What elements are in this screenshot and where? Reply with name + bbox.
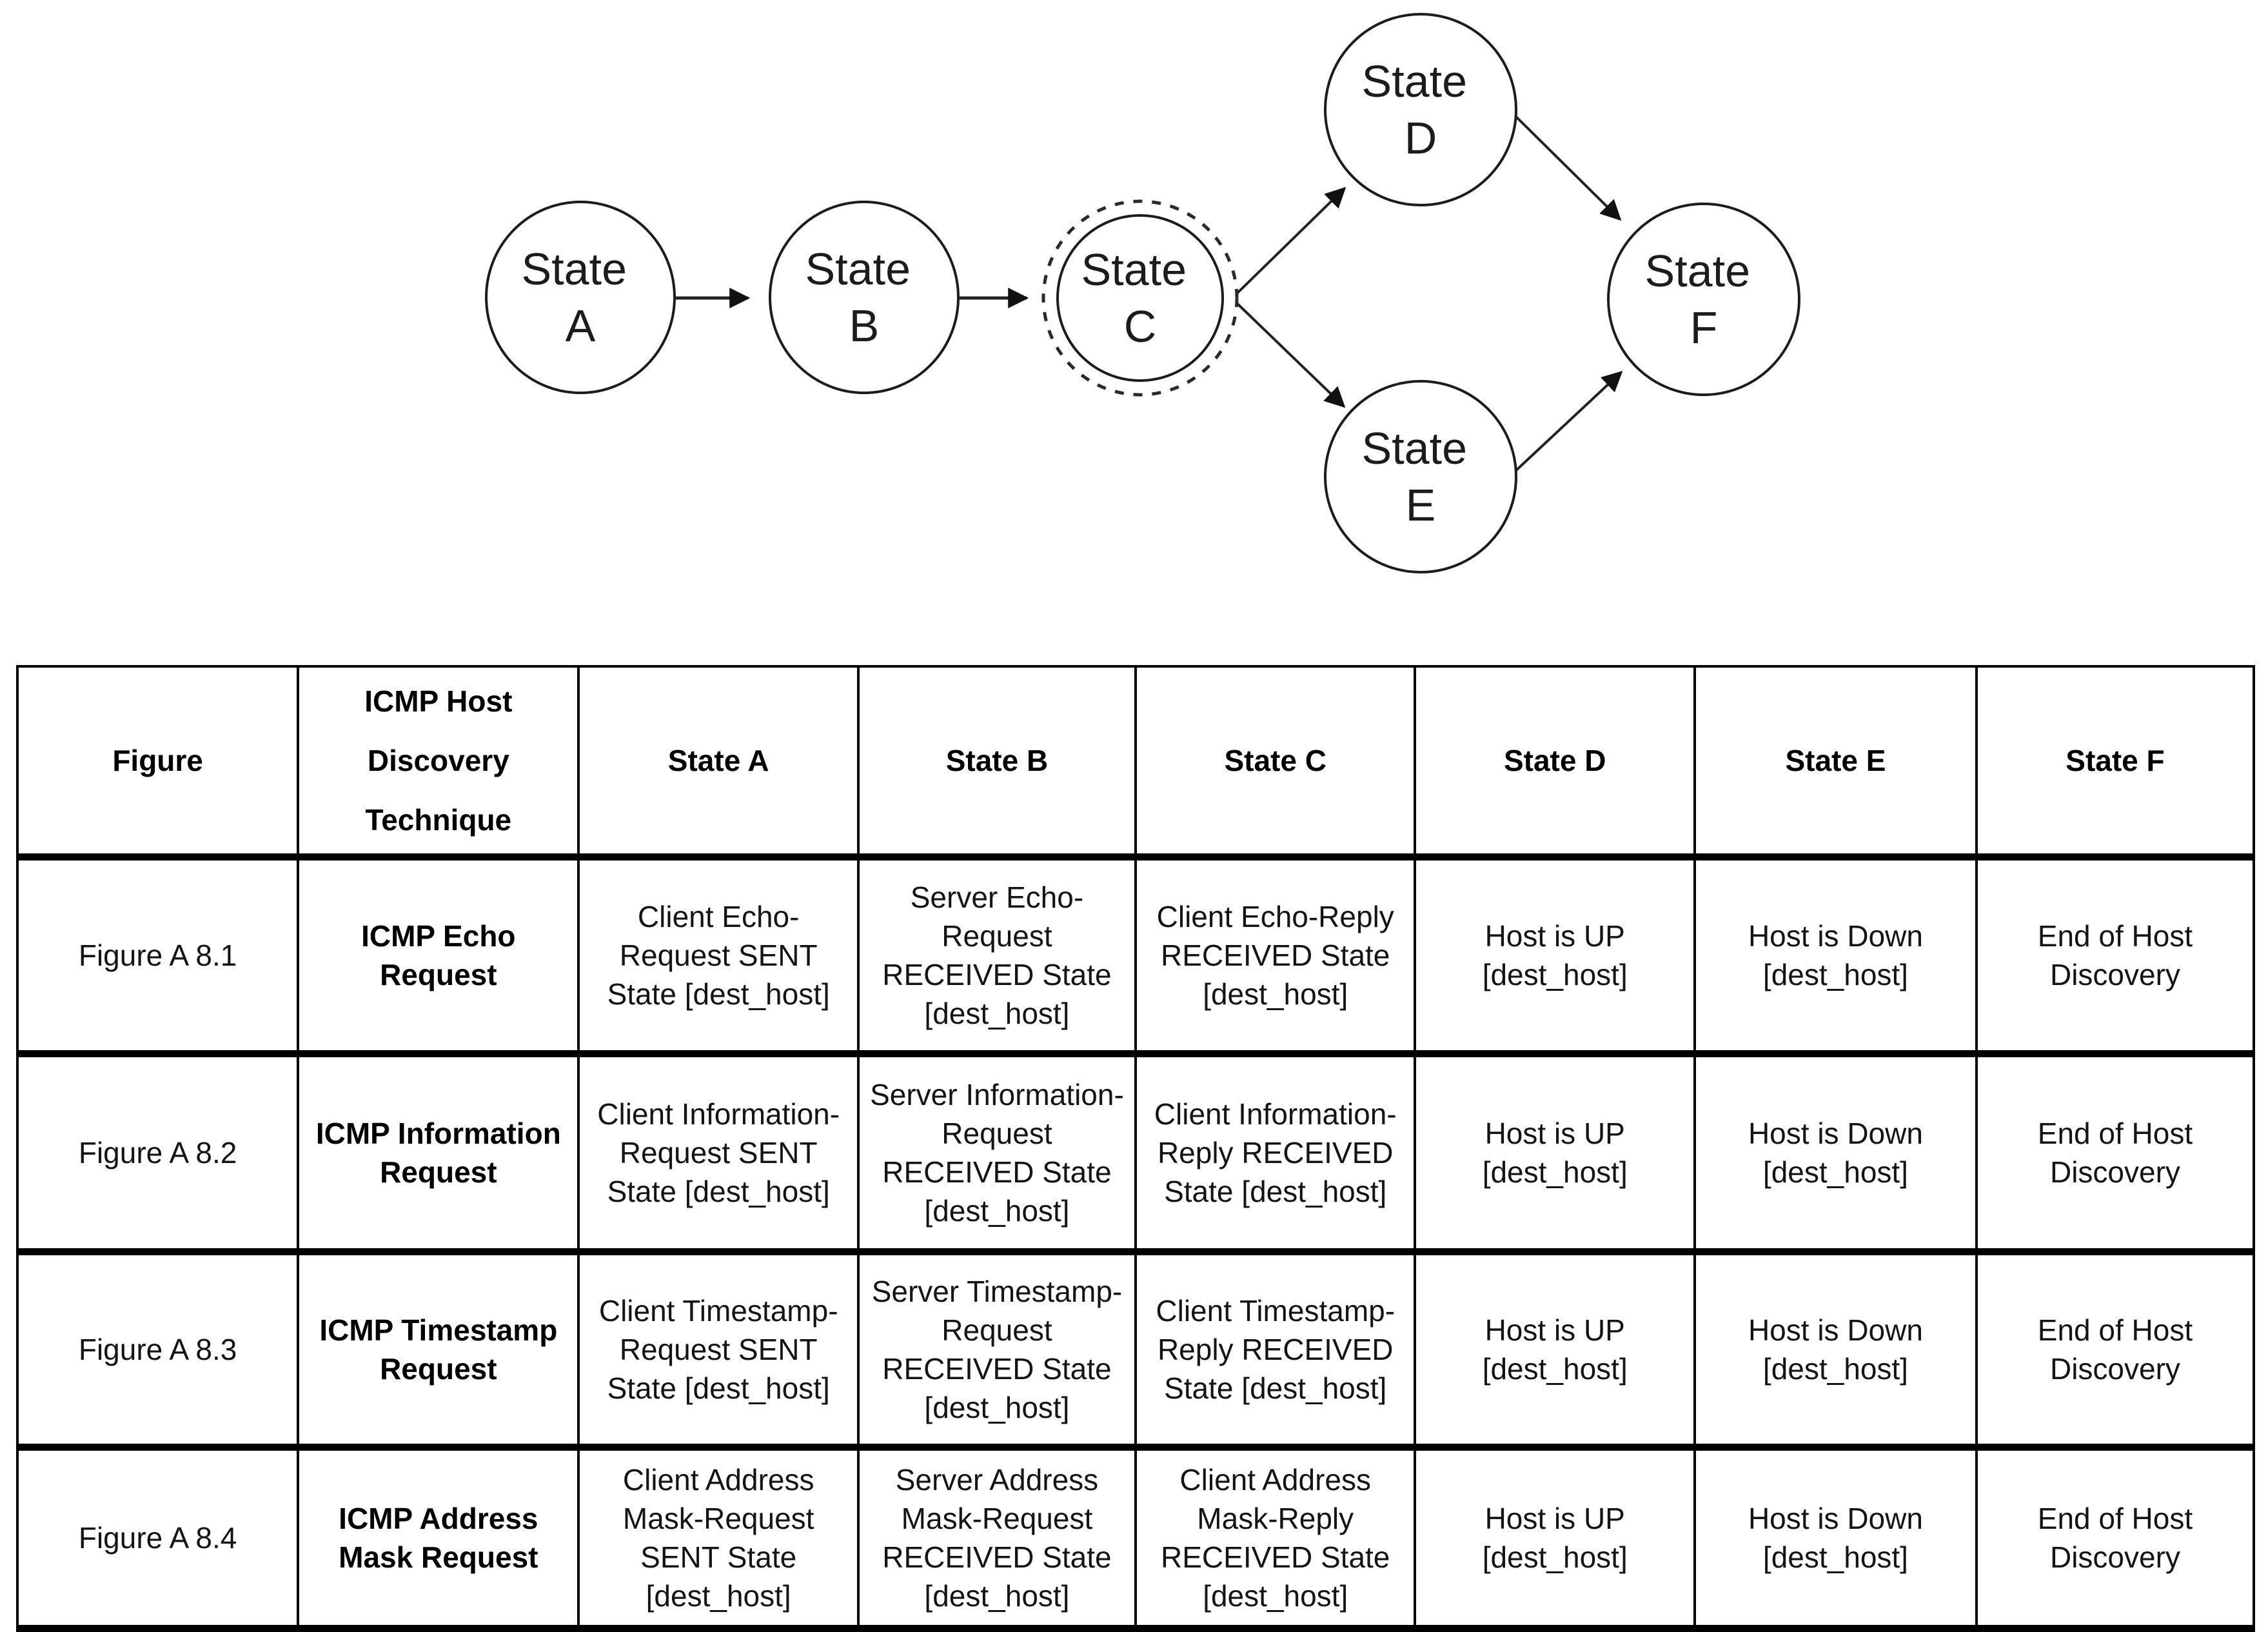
cell-state-b: Server Information-Request RECEIVED Stat… xyxy=(856,1052,1137,1255)
cell-state-b: Server Address Mask-Request RECEIVED Sta… xyxy=(856,1446,1137,1632)
state-node-d: State D xyxy=(1324,13,1517,206)
state-b-circle xyxy=(769,201,960,394)
cell-state-f: End of Host Discovery xyxy=(1975,855,2256,1057)
cell-state-e: Host is Down [dest_host] xyxy=(1693,1250,1978,1451)
cell-state-f: End of Host Discovery xyxy=(1975,1250,2256,1451)
cell-state-a: Client Echo-Request SENT State [dest_hos… xyxy=(577,855,860,1057)
cell-state-c: Client Information-Reply RECEIVED State … xyxy=(1134,1052,1417,1255)
state-c-dashed-ring xyxy=(1041,199,1239,397)
table-row-figure-a-8-4: Figure A 8.4 ICMP Address Mask Request C… xyxy=(15,1446,2256,1632)
col-header-state-c: State C xyxy=(1134,665,1417,861)
state-d-circle xyxy=(1324,13,1517,206)
state-f-label: State F xyxy=(1645,246,1763,353)
state-e-label: State E xyxy=(1362,423,1480,530)
state-c-label: State C xyxy=(1081,244,1199,352)
state-e-circle xyxy=(1324,380,1517,573)
cell-state-d: Host is UP [dest_host] xyxy=(1414,1250,1696,1451)
table-row-figure-a-8-2: Figure A 8.2 ICMP Information Request Cl… xyxy=(15,1052,2256,1255)
cell-state-d: Host is UP [dest_host] xyxy=(1414,1052,1696,1255)
cell-state-e: Host is Down [dest_host] xyxy=(1693,1446,1978,1632)
state-machine-diagram: State A State B State C State D xyxy=(485,13,1800,573)
cell-state-b: Server Echo-Request RECEIVED State [dest… xyxy=(856,855,1137,1057)
cell-state-a: Client Timestamp-Request SENT State [des… xyxy=(577,1250,860,1451)
col-header-state-d: State D xyxy=(1414,665,1696,861)
cell-state-d: Host is UP [dest_host] xyxy=(1414,855,1696,1057)
cell-figure: Figure A 8.4 xyxy=(15,1446,300,1632)
icmp-host-discovery-table: Figure ICMP Host Discovery Technique Sta… xyxy=(15,665,2256,1632)
cell-state-e: Host is Down [dest_host] xyxy=(1693,855,1978,1057)
col-header-figure: Figure xyxy=(15,665,300,861)
edge-c-to-d xyxy=(1236,186,1346,295)
state-f-circle xyxy=(1607,203,1800,396)
table-row-figure-a-8-1: Figure A 8.1 ICMP Echo Request Client Ec… xyxy=(15,855,2256,1057)
cell-state-b: Server Timestamp-Request RECEIVED State … xyxy=(856,1250,1137,1451)
cell-state-c: Client Address Mask-Reply RECEIVED State… xyxy=(1134,1446,1417,1632)
cell-state-f: End of Host Discovery xyxy=(1975,1446,2256,1632)
cell-figure: Figure A 8.1 xyxy=(15,855,300,1057)
col-header-state-e: State E xyxy=(1693,665,1978,861)
cell-figure: Figure A 8.3 xyxy=(15,1250,300,1451)
cell-state-a: Client Address Mask-Request SENT State [… xyxy=(577,1446,860,1632)
cell-figure: Figure A 8.2 xyxy=(15,1052,300,1255)
cell-technique: ICMP Timestamp Request xyxy=(297,1250,580,1451)
cell-technique: ICMP Echo Request xyxy=(297,855,580,1057)
table-row-figure-a-8-3: Figure A 8.3 ICMP Timestamp Request Clie… xyxy=(15,1250,2256,1451)
state-c-circle xyxy=(1056,214,1224,382)
cell-state-c: Client Timestamp-Reply RECEIVED State [d… xyxy=(1134,1250,1417,1451)
state-node-b: State B xyxy=(769,201,960,394)
edge-e-to-f xyxy=(1513,370,1623,473)
cell-state-c: Client Echo-Reply RECEIVED State [dest_h… xyxy=(1134,855,1417,1057)
cell-state-f: End of Host Discovery xyxy=(1975,1052,2256,1255)
state-node-a: State A xyxy=(485,201,676,394)
cell-technique: ICMP Information Request xyxy=(297,1052,580,1255)
edge-d-to-f xyxy=(1513,114,1622,221)
col-header-state-a: State A xyxy=(577,665,860,861)
cell-state-d: Host is UP [dest_host] xyxy=(1414,1446,1696,1632)
state-d-label: State D xyxy=(1362,56,1480,163)
cell-state-e: Host is Down [dest_host] xyxy=(1693,1052,1978,1255)
col-header-state-f: State F xyxy=(1975,665,2256,861)
diagram-edges xyxy=(676,114,1623,473)
cell-state-a: Client Information-Request SENT State [d… xyxy=(577,1052,860,1255)
state-b-label: State B xyxy=(805,244,923,351)
state-node-f: State F xyxy=(1607,203,1800,396)
state-a-circle xyxy=(485,201,676,394)
state-node-c: State C xyxy=(1041,199,1239,397)
table-header-row: Figure ICMP Host Discovery Technique Sta… xyxy=(15,665,2256,861)
state-a-label: State A xyxy=(522,244,640,351)
cell-technique: ICMP Address Mask Request xyxy=(297,1446,580,1632)
col-header-state-b: State B xyxy=(856,665,1137,861)
edge-c-to-e xyxy=(1236,302,1346,408)
col-header-technique: ICMP Host Discovery Technique xyxy=(297,665,580,861)
state-node-e: State E xyxy=(1324,380,1517,573)
